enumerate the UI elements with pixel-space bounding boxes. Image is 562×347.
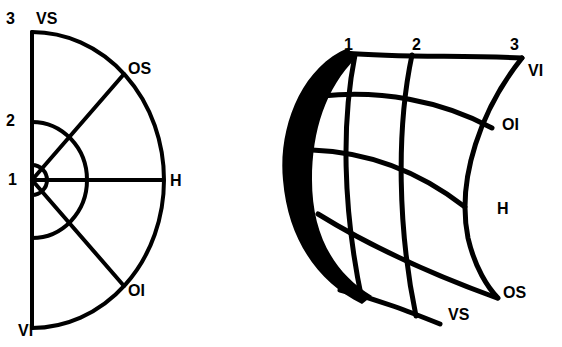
field-label: OS xyxy=(503,284,526,302)
field-label: 3 xyxy=(6,10,15,28)
field-label: 1 xyxy=(8,171,17,189)
field-label: 2 xyxy=(412,36,421,54)
field-label: VI xyxy=(18,322,33,340)
field-label: OI xyxy=(128,282,145,300)
field-label: H xyxy=(170,172,182,190)
field-label: H xyxy=(497,200,509,218)
field-label: 3 xyxy=(510,36,519,54)
field-label: OS xyxy=(128,60,151,78)
cortical-map xyxy=(282,48,522,324)
hemifield-map xyxy=(32,32,164,328)
field-label: 1 xyxy=(344,36,353,54)
field-label: VS xyxy=(36,10,57,28)
field-label: VS xyxy=(448,306,469,324)
field-label: OI xyxy=(502,116,519,134)
field-label: VI xyxy=(528,62,543,80)
field-label: 2 xyxy=(6,112,15,130)
